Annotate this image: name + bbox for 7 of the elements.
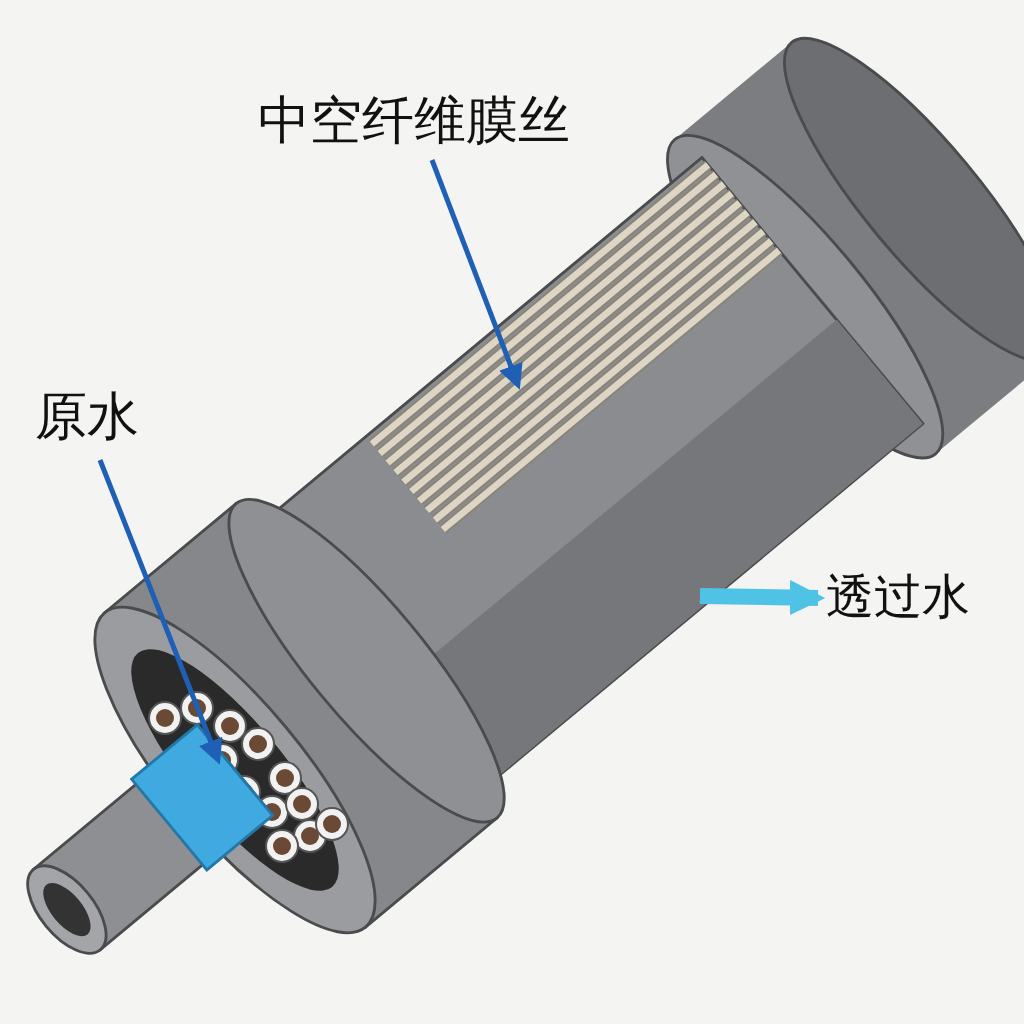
leader-arrow [429,159,523,390]
flow-arrow [699,579,826,616]
leader-arrow [97,459,223,765]
inlet-pipe-drawing [26,722,275,955]
callout-label: 中空纤维膜丝 [258,92,570,150]
callout-label: 原水 [35,388,139,446]
callout-label: 透过水 [826,570,970,623]
